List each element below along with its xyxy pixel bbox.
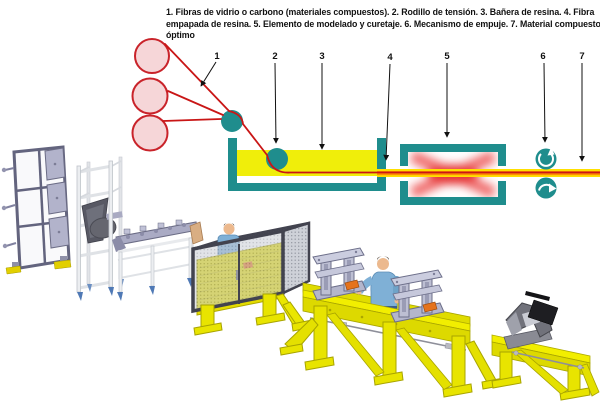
cage-side-panel (281, 221, 311, 295)
creel-pegs (4, 167, 17, 247)
bath-right-wall-lower (377, 177, 386, 191)
callout-3: 3 (319, 51, 324, 62)
thread-middle (167, 90, 224, 116)
saw-brace (513, 349, 569, 395)
guide-table (112, 219, 204, 301)
tower-foot (108, 287, 114, 296)
spool-2 (131, 77, 169, 115)
cage-front-frame (191, 228, 285, 314)
tension-roller (221, 110, 243, 132)
submerged-roller (266, 148, 288, 170)
caption-text: 1. Fibras de vidrio o carbono (materiale… (166, 7, 600, 41)
thread-main-path (228, 110, 600, 174)
thread-top (164, 43, 230, 112)
rotation-arrow-top-icon (538, 153, 554, 167)
callout-5: 5 (444, 51, 450, 62)
bed-leg (382, 321, 397, 380)
bed-leg (313, 305, 328, 365)
bed-brace (395, 327, 453, 391)
puller-unit-2 (390, 269, 445, 323)
saw-brace (579, 363, 600, 397)
callout-1: 1 (214, 51, 220, 62)
callouts: 1 2 3 4 5 6 7 (200, 51, 585, 162)
resin-bath (228, 138, 386, 191)
saw-motor (527, 299, 559, 326)
tower-foot (77, 292, 83, 301)
saw-station (491, 291, 600, 401)
bath-bottom (228, 183, 386, 191)
saw-handle (525, 291, 550, 301)
puller-roller-orange (344, 279, 360, 291)
callout-2: 2 (272, 51, 277, 62)
spool-1 (134, 38, 170, 74)
saw-slide-rod (511, 351, 585, 369)
callout-7: 7 (579, 51, 584, 62)
guide-block (189, 221, 204, 245)
pull-roller-bottom (535, 177, 557, 199)
bath-left-wall (228, 138, 237, 191)
guide-tower (76, 156, 124, 301)
spool-3 (131, 114, 169, 152)
bed-brace (465, 340, 497, 385)
callout-4: 4 (387, 52, 393, 63)
puller-roller-orange (422, 301, 438, 313)
pull-mechanism (535, 147, 557, 199)
table-foot (149, 286, 155, 295)
callout-6: 6 (540, 51, 545, 62)
thread-bottom (162, 118, 222, 122)
forming-die-frame (400, 144, 506, 205)
fiber-threads (162, 43, 600, 174)
bath-right-wall-upper (377, 138, 386, 169)
creel-rack (1, 145, 72, 275)
puller-bed (279, 247, 506, 398)
bed-leg (451, 335, 466, 392)
bed-brace (326, 312, 385, 377)
callout-arrows (200, 61, 585, 162)
table-foot (117, 292, 123, 301)
fiber-spools (131, 38, 170, 152)
safety-cage (191, 221, 314, 336)
puller-unit-1 (312, 247, 367, 301)
